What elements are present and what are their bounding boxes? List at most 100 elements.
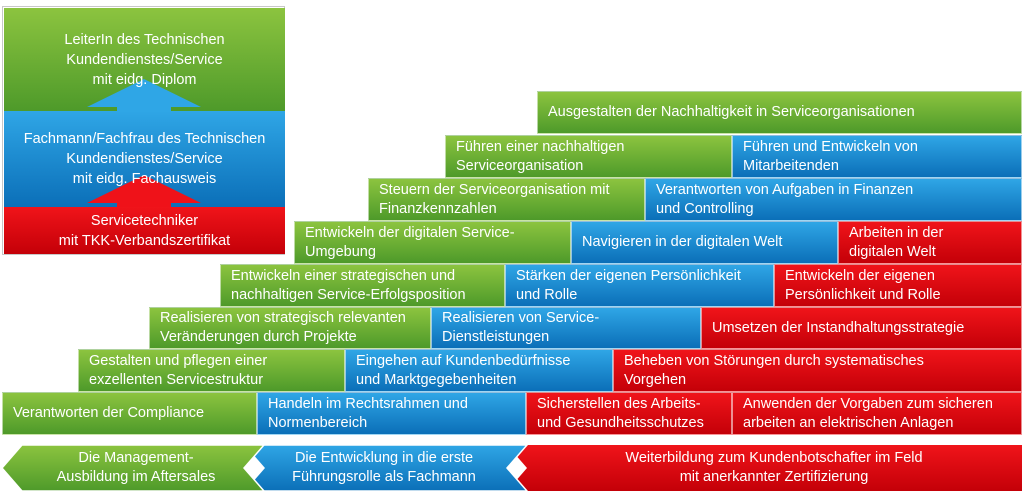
competence-text: Verantworten von Aufgaben in Finanzen und…: [656, 181, 913, 219]
competence-text: Gestalten und pflegen einer exzellenten S…: [89, 352, 267, 390]
education-path-arrows: [2, 445, 1022, 491]
competence-text: Stärken der eigenen Persönlichkeit und Ro…: [516, 267, 741, 305]
bottom-label-management-line-1: Die Management-: [78, 450, 194, 466]
competence-line: Führen und Entwickeln von: [743, 138, 918, 155]
competence-box-r8-c1: Verantworten der Compliance: [2, 392, 257, 435]
bottom-label-kundenbotschafter: Weiterbildung zum Kundenbotschafter im F…: [532, 449, 1016, 487]
competence-line: arbeiten an elektrischen Anlagen: [743, 414, 954, 431]
qualification-levels: LeiterIn des Technischen Kundendienstes/…: [2, 6, 285, 255]
level-fachausweis-line-2: Kundendienstes/Service: [66, 151, 223, 167]
competence-line: Gestalten und pflegen einer: [89, 352, 268, 369]
competence-line: Entwickeln einer strategischen und: [231, 267, 456, 284]
level-diploma-line-3: mit eidg. Diplom: [92, 71, 197, 88]
level-fachausweis-text: Fachmann/Fachfrau des Technischen Kunden…: [4, 129, 285, 189]
competence-text: Entwickeln der digitalen Service- Umgebun…: [305, 224, 515, 262]
competence-line: Verantworten von Aufgaben in Finanzen: [656, 181, 914, 198]
competence-line: Serviceorganisation: [456, 157, 584, 174]
level-diploma-line-1: LeiterIn des Technischen: [64, 31, 225, 48]
level-servicetechniker: Servicetechniker mit TKK-Verbandszertifi…: [4, 207, 285, 254]
competence-line: Beheben von Störungen durch systematisch…: [624, 352, 924, 369]
bottom-label-management-line-2: Ausbildung im Aftersales: [56, 469, 216, 485]
competence-box-r5-c2: Stärken der eigenen Persönlichkeit und Ro…: [505, 264, 774, 307]
competence-line: Finanzkennzahlen: [379, 200, 497, 217]
competence-line: und Gesundheitsschutzes: [537, 414, 704, 431]
level-fachausweis: Fachmann/Fachfrau des Technischen Kunden…: [4, 111, 285, 207]
competence-text: Umsetzen der Instandhaltungsstrategie: [712, 319, 964, 338]
level-servicetechniker-line-1: Servicetechniker: [90, 212, 199, 229]
education-path-bar: Die Management- Ausbildung im Aftersales…: [2, 445, 1022, 491]
competence-line: Realisieren von strategisch relevanten: [160, 310, 406, 326]
competence-line: Steuern der Serviceorganisation mit: [379, 181, 610, 198]
competence-line: Arbeiten in der: [849, 224, 944, 241]
competence-line: Dienstleistungen: [442, 329, 550, 345]
bottom-label-fachmann-line-2: Führungsrolle als Fachmann: [292, 469, 476, 485]
competence-box-r7-c3: Beheben von Störungen durch systematisch…: [613, 349, 1022, 392]
competence-line: Anwenden der Vorgaben zum sicheren: [743, 395, 993, 412]
level-diploma: LeiterIn des Technischen Kundendienstes/…: [4, 8, 285, 111]
competence-box-r8-c4: Anwenden der Vorgaben zum sicheren arbeit…: [732, 392, 1022, 435]
competence-line: Mitarbeitenden: [743, 157, 839, 174]
bottom-red-segment: [507, 445, 1022, 491]
competence-line: und Rolle: [516, 286, 578, 303]
competence-box-r7-c1: Gestalten und pflegen einer exzellenten S…: [78, 349, 345, 392]
competence-text: Realisieren von Service- Dienstleistungen: [442, 309, 599, 347]
competence-line: Stärken der eigenen Persönlichkeit: [516, 267, 741, 284]
bottom-label-fachmann-line-1: Die Entwicklung in die erste: [294, 450, 474, 466]
competence-line: digitalen Welt: [849, 243, 936, 260]
competence-text: Sicherstellen des Arbeits-und Gesundheit…: [537, 395, 704, 433]
competence-box-r4-c3: Arbeiten in der digitalen Welt: [838, 221, 1022, 264]
competence-line: Persönlichkeit und Rolle: [785, 286, 941, 303]
competence-box-r3-c2: Verantworten von Aufgaben in Finanzen und…: [645, 178, 1022, 221]
competence-text: Ausgestalten der Nachhaltigkeit in Servi…: [548, 103, 915, 122]
competence-line: Veränderungen durch Projekte: [160, 329, 357, 345]
competence-line: Verantworten der Compliance: [13, 405, 205, 421]
competence-box-r4-c1: Entwickeln der digitalen Service- Umgebun…: [294, 221, 571, 264]
competence-line: Entwickeln der digitalen Service-: [305, 224, 515, 241]
competence-text: Verantworten der Compliance: [13, 404, 204, 423]
competence-line: Ausgestalten der Nachhaltigkeit in Servi…: [548, 104, 915, 120]
competence-box-r4-c2: Navigieren in der digitalen Welt: [571, 221, 838, 264]
level-fachausweis-line-3: mit eidg. Fachausweis: [72, 171, 217, 187]
competence-text: Navigieren in der digitalen Welt: [582, 233, 782, 252]
competence-line: Handeln im Rechtsrahmen und: [268, 395, 468, 412]
competence-line: exzellenten Servicestruktur: [89, 371, 264, 388]
competence-line: Normenbereich: [268, 414, 368, 431]
competence-box-r1-c1: Ausgestalten der Nachhaltigkeit in Servi…: [537, 91, 1022, 134]
competence-box-r8-c3: Sicherstellen des Arbeits-und Gesundheit…: [526, 392, 732, 435]
competence-box-r5-c1: Entwickeln einer strategischen und nachha…: [220, 264, 505, 307]
bottom-label-kundenbotschafter-line-1: Weiterbildung zum Kundenbotschafter im F…: [625, 450, 923, 466]
competence-line: nachhaltigen Service-Erfolgsposition: [231, 286, 466, 303]
competence-line: Entwickeln der eigenen: [785, 267, 935, 284]
competence-box-r6-c3: Umsetzen der Instandhaltungsstrategie: [701, 307, 1022, 349]
competence-text: Anwenden der Vorgaben zum sicheren arbeit…: [743, 395, 993, 433]
competence-line: Eingehen auf Kundenbedürfnisse: [356, 352, 571, 369]
level-servicetechniker-line-2: mit TKK-Verbandszertifikat: [58, 232, 231, 249]
competence-line: Umsetzen der Instandhaltungsstrategie: [712, 319, 965, 336]
level-diploma-line-2: Kundendienstes/Service: [66, 51, 223, 68]
level-servicetechniker-text: Servicetechniker mit TKK-Verbandszertifi…: [4, 211, 285, 251]
competence-line: Umgebung: [305, 243, 376, 260]
level-diploma-text: LeiterIn des Technischen Kundendienstes/…: [4, 30, 285, 90]
competence-text: Arbeiten in der digitalen Welt: [849, 224, 943, 262]
bottom-label-kundenbotschafter-line-2: mit anerkannter Zertifizierung: [679, 469, 869, 485]
competence-line: Sicherstellen des Arbeits-: [537, 395, 701, 412]
bottom-blue-segment: [243, 445, 528, 491]
competence-line: Realisieren von Service-: [442, 310, 600, 326]
bottom-label-fachmann: Die Entwicklung in die erste Führungsrol…: [270, 449, 498, 487]
competence-line: Führen einer nachhaltigen: [456, 138, 625, 155]
competence-line: und Controlling: [656, 200, 754, 217]
competence-line: Navigieren in der digitalen Welt: [582, 234, 783, 250]
competence-line: Vorgehen: [624, 371, 687, 388]
